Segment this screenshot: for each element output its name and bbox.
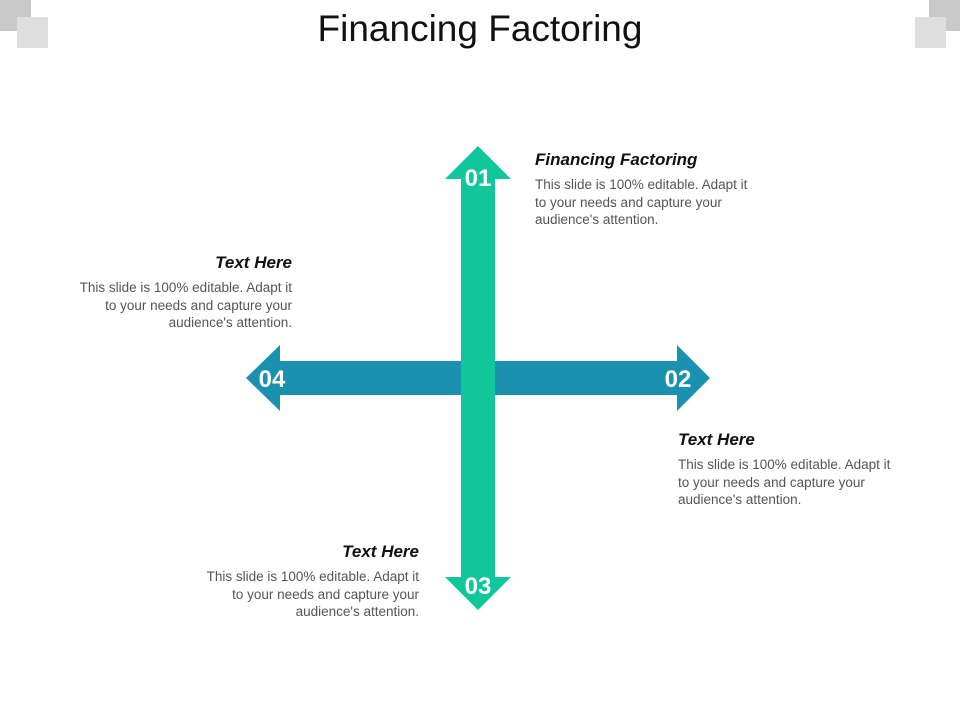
arrow-label-bottom: 03 (465, 573, 492, 600)
text-block-heading: Text Here (215, 253, 292, 272)
text-block-body: This slide is 100% editable. Adapt it to… (79, 280, 292, 330)
text-block-body: This slide is 100% editable. Adapt it to… (535, 177, 748, 227)
text-block-04: Text Here This slide is 100% editable. A… (67, 253, 292, 332)
text-block-01: Financing Factoring This slide is 100% e… (535, 150, 760, 229)
text-block-body: This slide is 100% editable. Adapt it to… (206, 569, 419, 619)
arrow-label-left: 04 (259, 366, 286, 393)
text-block-body: This slide is 100% editable. Adapt it to… (678, 457, 891, 507)
text-block-heading: Financing Factoring (535, 150, 698, 169)
text-block-heading: Text Here (678, 430, 755, 449)
text-block-02: Text Here This slide is 100% editable. A… (678, 430, 903, 509)
vertical-arrow (445, 146, 511, 610)
arrow-label-top: 01 (465, 165, 492, 192)
text-block-heading: Text Here (342, 542, 419, 561)
text-block-03: Text Here This slide is 100% editable. A… (194, 542, 419, 621)
arrow-label-right: 02 (665, 366, 692, 393)
slide-title: Financing Factoring (317, 8, 643, 49)
